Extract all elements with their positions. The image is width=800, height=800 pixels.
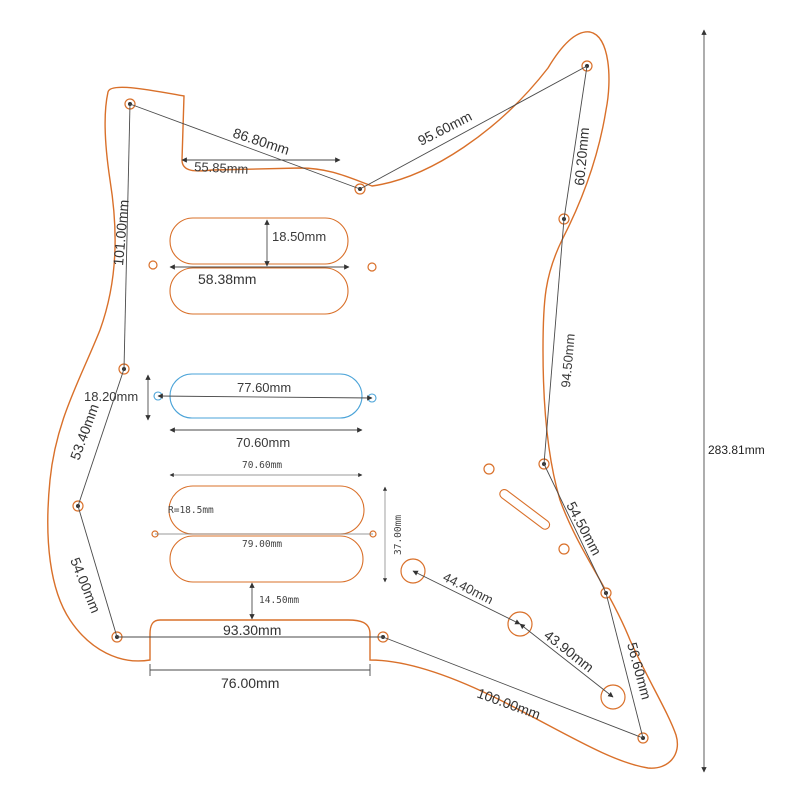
label-95-60: 95.60mm xyxy=(415,108,474,149)
label-53-40: 53.40mm xyxy=(67,402,102,462)
label-70-60: 70.60mm xyxy=(236,435,290,450)
label-14-50: 14.50mm xyxy=(259,595,299,606)
label-radius: R=18.5mm xyxy=(168,505,214,516)
dimension-labels: 86.80mm 55.85mm 95.60mm 60.20mm 101.00mm… xyxy=(67,108,765,723)
label-79-00: 79.00mm xyxy=(242,539,282,550)
label-101-00: 101.00mm xyxy=(110,199,132,266)
dimension-lines xyxy=(77,29,707,773)
label-76-00: 76.00mm xyxy=(221,675,279,691)
pickup-mount-holes xyxy=(148,260,377,538)
label-100-00: 100.00mm xyxy=(475,685,543,723)
label-94-50: 94.50mm xyxy=(558,333,578,388)
label-55-85: 55.85mm xyxy=(194,159,249,177)
label-93-30: 93.30mm xyxy=(223,622,281,638)
label-43-90: 43.90mm xyxy=(541,627,597,676)
label-283-81: 283.81mm xyxy=(708,443,765,457)
label-77-60: 77.60mm xyxy=(237,380,291,395)
label-18-50: 18.50mm xyxy=(272,229,326,244)
label-54-00: 54.00mm xyxy=(67,555,104,615)
neck-humbucker-cutout xyxy=(169,217,349,315)
label-37-00: 37.00mm xyxy=(393,515,404,555)
label-56-60: 56.60mm xyxy=(624,641,655,702)
pickguard-outline xyxy=(47,31,679,769)
label-60-20: 60.20mm xyxy=(571,127,592,187)
label-70-60-mono: 70.60mm xyxy=(242,460,282,471)
label-18-20: 18.20mm xyxy=(84,389,138,404)
label-58-38: 58.38mm xyxy=(198,271,256,287)
